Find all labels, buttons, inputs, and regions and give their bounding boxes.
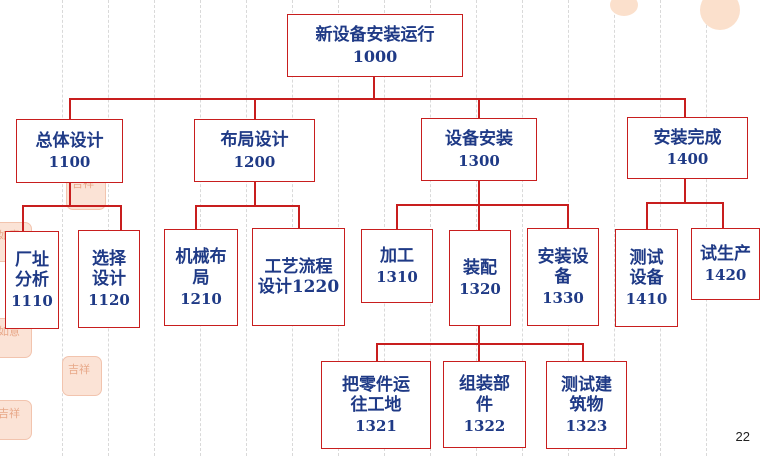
node-1200: 布局设计 1200 (194, 119, 315, 182)
node-label: 安装设 备 (537, 246, 589, 287)
connector (22, 205, 122, 207)
node-1120: 选择 设计 1120 (78, 230, 140, 328)
node-label: 厂址 分析 (15, 249, 49, 290)
node-code: 1330 (542, 289, 584, 308)
node-label: 工艺流程 设计1220 (257, 256, 340, 297)
node-1320: 装配 1320 (449, 230, 511, 326)
connector (69, 98, 71, 119)
connector (646, 202, 648, 229)
node-label: 机械布 局 (175, 247, 227, 288)
node-1410: 测试 设备 1410 (615, 229, 678, 327)
connector (567, 204, 569, 228)
decoration-swirl (610, 0, 638, 16)
connector (478, 204, 480, 230)
connector (69, 98, 685, 100)
node-1400: 安装完成 1400 (627, 117, 748, 179)
node-code: 1200 (233, 152, 276, 171)
node-label: 布局设计 (220, 130, 289, 151)
node-code: 1100 (48, 153, 91, 172)
node-code: 1420 (704, 266, 747, 285)
connector (376, 343, 584, 345)
node-code: 1410 (625, 290, 668, 309)
node-code: 1321 (355, 417, 397, 436)
connector (646, 202, 724, 204)
node-code: 1400 (666, 150, 709, 169)
connector (478, 343, 480, 361)
node-label: 装配 (463, 257, 497, 278)
background-line (476, 0, 477, 456)
node-label: 选择 设计 (92, 248, 126, 289)
seal-stamp-decoration: 吉祥 (0, 400, 32, 440)
connector (396, 204, 398, 229)
connector (478, 326, 480, 344)
connector (22, 205, 24, 231)
node-label: 加工 (380, 245, 414, 266)
node-code: 1310 (376, 268, 418, 287)
connector (254, 98, 256, 119)
connector (120, 205, 122, 230)
node-label: 安装完成 (653, 127, 722, 148)
node-code: 1120 (88, 291, 130, 310)
connector (478, 181, 480, 205)
background-line (430, 0, 431, 456)
page-number: 22 (735, 429, 750, 444)
background-line (246, 0, 247, 456)
connector (298, 205, 300, 228)
node-code: 1000 (352, 47, 398, 67)
node-label: 把零件运 往工地 (342, 374, 410, 415)
background-line (108, 0, 109, 456)
node-label: 总体设计 (35, 130, 104, 151)
background-line (522, 0, 523, 456)
node-code: 1110 (11, 292, 53, 311)
connector (373, 77, 375, 99)
node-1300: 设备安装 1300 (421, 118, 537, 181)
node-label: 新设备安装运行 (315, 24, 435, 45)
node-1100: 总体设计 1100 (16, 119, 123, 183)
connector (195, 205, 197, 229)
node-code: 1320 (459, 280, 501, 299)
seal-stamp-decoration: 吉祥 (62, 356, 102, 396)
node-1220: 工艺流程 设计1220 (252, 228, 345, 326)
connector (195, 205, 300, 207)
node-label: 测试建 筑物 (561, 374, 612, 415)
background-line (154, 0, 155, 456)
background-line (62, 0, 63, 456)
connector (478, 98, 480, 118)
node-label: 测试 设备 (629, 247, 664, 288)
node-1321: 把零件运 往工地 1321 (321, 361, 431, 449)
node-label: 试生产 (700, 243, 751, 264)
connector (684, 98, 686, 117)
connector (376, 343, 378, 361)
node-code: 1300 (458, 151, 500, 170)
connector (684, 179, 686, 203)
connector (69, 183, 71, 206)
connector (582, 343, 584, 361)
node-code: 1210 (180, 289, 222, 308)
node-1323: 测试建 筑物 1323 (546, 361, 627, 449)
connector (722, 202, 724, 228)
node-root-1000: 新设备安装运行 1000 (287, 14, 463, 77)
node-1310: 加工 1310 (361, 229, 433, 303)
node-1210: 机械布 局 1210 (164, 229, 238, 326)
node-1330: 安装设 备 1330 (527, 228, 599, 326)
connector (254, 182, 256, 206)
node-code: 1323 (565, 417, 608, 436)
background-line (614, 0, 615, 456)
node-1420: 试生产 1420 (691, 228, 760, 300)
node-label: 设备安装 (445, 129, 513, 150)
background-line (660, 0, 661, 456)
background-line (384, 0, 385, 456)
node-label: 组装部 件 (459, 374, 510, 415)
node-1110: 厂址 分析 1110 (5, 231, 59, 329)
node-1322: 组装部 件 1322 (443, 361, 526, 448)
connector (396, 204, 569, 206)
node-code: 1322 (463, 416, 506, 435)
background-line (200, 0, 201, 456)
